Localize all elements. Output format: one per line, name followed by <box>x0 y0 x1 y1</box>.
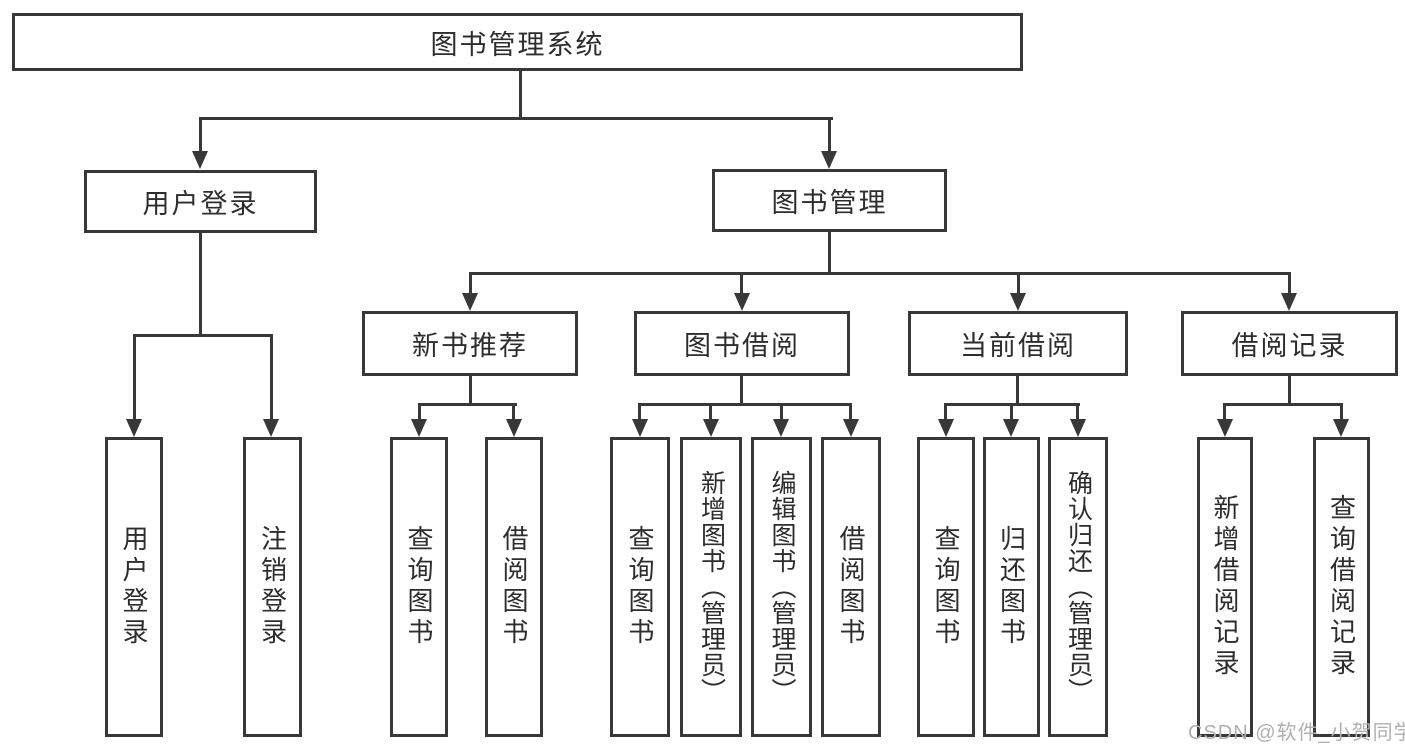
arrowhead-icon <box>843 419 859 437</box>
connector-line <box>849 403 852 421</box>
leaf-query-borrow-record: 查询借阅记录 <box>1313 437 1370 737</box>
leaf-return-books-label: 归还图书 <box>996 525 1027 649</box>
connector-line <box>1288 272 1291 296</box>
leaf-borrow-books-recommend-label: 借阅图书 <box>499 525 529 649</box>
arrowhead-icon <box>263 419 279 437</box>
connector-line <box>469 272 472 296</box>
arrowhead-icon <box>1217 419 1233 437</box>
node-library-management-system: 图书管理系统 <box>12 13 1023 71</box>
arrowhead-icon <box>1010 293 1026 311</box>
node-new-book-recommend: 新书推荐 <box>362 311 578 376</box>
leaf-user-login-label: 用户登录 <box>119 525 149 649</box>
connector-line <box>469 272 1291 275</box>
connector-line <box>199 117 202 153</box>
node-user-login: 用户登录 <box>84 170 317 233</box>
connector-line <box>709 403 712 421</box>
arrowhead-icon <box>411 419 427 437</box>
node-current-borrow-label: 当前借阅 <box>960 331 1076 361</box>
connector-line <box>1340 403 1343 421</box>
leaf-query-borrow-record-label: 查询借阅记录 <box>1326 494 1357 680</box>
connector-line <box>1016 376 1019 406</box>
leaf-add-book-admin: 新增图书（管理员） <box>680 437 742 737</box>
arrowhead-icon <box>938 419 954 437</box>
connector-line <box>1288 376 1291 406</box>
arrowhead-icon <box>734 293 750 311</box>
leaf-query-books-current-label: 查询图书 <box>931 525 961 649</box>
leaf-return-books: 归还图书 <box>983 437 1040 737</box>
connector-line <box>638 403 852 406</box>
leaf-query-books-borrow-label: 查询图书 <box>625 525 655 649</box>
leaf-confirm-return-admin: 确认归还（管理员） <box>1048 437 1108 737</box>
connector-line <box>1223 403 1226 421</box>
node-user-login-label: 用户登录 <box>142 189 259 219</box>
leaf-edit-book-admin-label: 编辑图书（管理员） <box>768 470 796 704</box>
arrowhead-icon <box>632 419 648 437</box>
leaf-query-books-recommend-label: 查询图书 <box>404 525 434 649</box>
connector-line <box>199 117 833 120</box>
arrowhead-icon <box>1333 419 1349 437</box>
arrowhead-icon <box>1070 419 1086 437</box>
leaf-logout: 注销登录 <box>243 437 302 737</box>
connector-line <box>133 334 273 337</box>
arrowhead-icon <box>506 419 522 437</box>
node-borrow-records: 借阅记录 <box>1181 311 1398 376</box>
arrowhead-icon <box>703 419 719 437</box>
connector-line <box>199 233 202 337</box>
leaf-edit-book-admin: 编辑图书（管理员） <box>751 437 812 737</box>
node-book-management: 图书管理 <box>712 169 947 232</box>
connector-line <box>133 334 136 421</box>
connector-line <box>944 403 947 421</box>
connector-line <box>469 376 472 406</box>
arrowhead-icon <box>1003 419 1019 437</box>
connector-line <box>519 71 522 120</box>
node-book-borrow: 图书借阅 <box>634 311 850 376</box>
leaf-user-login: 用户登录 <box>105 437 163 737</box>
arrowhead-icon <box>1281 293 1297 311</box>
connector-line <box>512 403 515 421</box>
connector-line <box>418 403 421 421</box>
leaf-add-borrow-record: 新增借阅记录 <box>1197 437 1253 737</box>
connector-line <box>1076 403 1079 421</box>
connector-line <box>1010 403 1013 421</box>
leaf-query-books-current: 查询图书 <box>917 437 975 737</box>
arrowhead-icon <box>821 151 837 169</box>
connector-line <box>828 232 831 275</box>
connector-line <box>780 403 783 421</box>
arrowhead-icon <box>126 419 142 437</box>
leaf-borrow-books-recommend: 借阅图书 <box>485 437 543 737</box>
node-book-borrow-label: 图书借阅 <box>684 331 800 361</box>
connector-line <box>270 334 273 421</box>
leaf-query-books-borrow: 查询图书 <box>610 437 670 737</box>
connector-line <box>828 117 831 153</box>
connector-line <box>1223 403 1342 406</box>
leaf-add-borrow-record-label: 新增借阅记录 <box>1210 494 1240 680</box>
connector-line <box>740 272 743 296</box>
connector-line <box>740 376 743 406</box>
arrowhead-icon <box>462 293 478 311</box>
node-library-management-system-label: 图书管理系统 <box>430 29 605 60</box>
connector-line <box>1017 272 1020 296</box>
leaf-add-book-admin-label: 新增图书（管理员） <box>697 470 726 704</box>
node-current-borrow: 当前借阅 <box>908 311 1128 376</box>
connector-line <box>638 403 641 421</box>
leaf-borrow-books-label: 借阅图书 <box>836 525 866 649</box>
node-borrow-records-label: 借阅记录 <box>1231 331 1348 361</box>
node-new-book-recommend-label: 新书推荐 <box>412 331 528 361</box>
connector-line <box>418 403 517 406</box>
leaf-borrow-books: 借阅图书 <box>821 437 881 737</box>
node-book-management-label: 图书管理 <box>771 188 888 218</box>
leaf-confirm-return-admin-label: 确认归还（管理员） <box>1064 470 1093 704</box>
leaf-logout-label: 注销登录 <box>257 525 288 649</box>
arrowhead-icon <box>773 419 789 437</box>
leaf-query-books-recommend: 查询图书 <box>390 437 448 737</box>
arrowhead-icon <box>192 151 208 169</box>
csdn-watermark: CSDN @软件_小贺同学 <box>1188 722 1405 744</box>
